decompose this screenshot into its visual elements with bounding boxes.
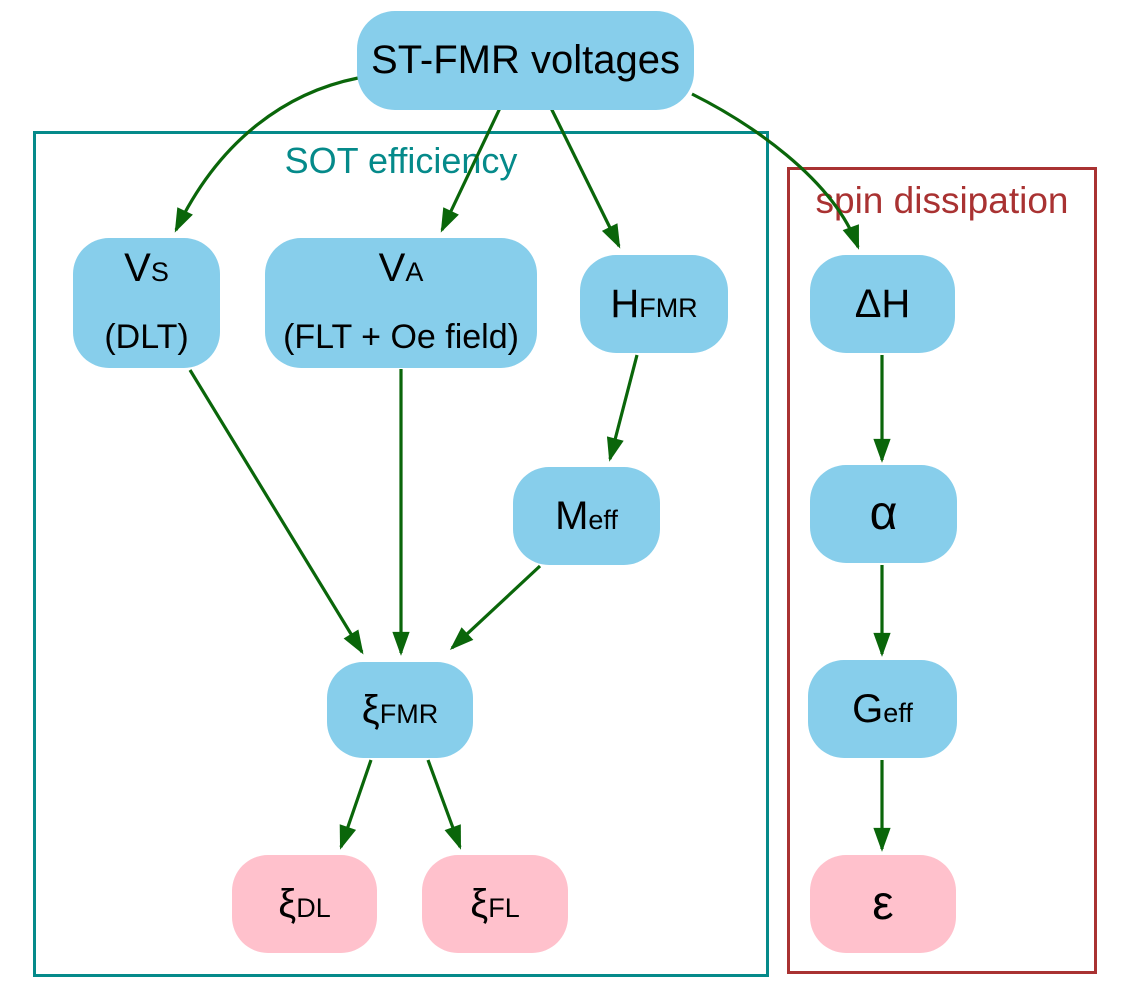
node-va-main-text: V bbox=[378, 246, 406, 290]
node-vs-main-text: V bbox=[124, 246, 151, 290]
node-xi-dl-main-text: ξ bbox=[278, 882, 297, 926]
node-hfmr: HFMR bbox=[580, 255, 728, 353]
node-hfmr-symbol: HFMR bbox=[610, 282, 697, 326]
spin-dissipation-label: spin dissipation bbox=[815, 180, 1069, 221]
node-st-fmr-voltages-label: ST-FMR voltages bbox=[371, 38, 680, 82]
node-va-note: (FLT + Oe field) bbox=[283, 318, 519, 357]
node-meff-symbol: Meff bbox=[555, 494, 618, 538]
node-geff-symbol: Geff bbox=[852, 687, 913, 731]
node-alpha-main-text: α bbox=[869, 486, 898, 540]
node-va-subscript: A bbox=[405, 257, 424, 287]
node-vs: VS (DLT) bbox=[73, 238, 220, 368]
node-vs-subscript: S bbox=[150, 257, 169, 287]
node-xi-dl-subscript: DL bbox=[296, 893, 331, 923]
node-epsilon-main-text: ε bbox=[872, 876, 894, 930]
node-alpha-symbol: α bbox=[869, 486, 898, 541]
node-xi-dl: ξDL bbox=[232, 855, 377, 953]
node-xi-dl-symbol: ξDL bbox=[278, 882, 330, 926]
node-meff-subscript: eff bbox=[588, 505, 618, 535]
node-delta-h-main-text: ΔH bbox=[854, 282, 911, 326]
node-xi-fmr: ξFMR bbox=[327, 662, 473, 758]
node-va: VA (FLT + Oe field) bbox=[265, 238, 537, 368]
node-alpha: α bbox=[810, 465, 957, 563]
node-hfmr-main-text: H bbox=[610, 282, 640, 326]
spin-dissipation-group-box bbox=[787, 167, 1097, 974]
node-hfmr-subscript: FMR bbox=[639, 293, 698, 323]
node-vs-note: (DLT) bbox=[104, 318, 189, 357]
node-meff-main-text: M bbox=[555, 494, 589, 538]
node-geff-subscript: eff bbox=[883, 698, 913, 728]
node-epsilon-symbol: ε bbox=[872, 876, 894, 931]
node-meff: Meff bbox=[513, 467, 660, 565]
node-xi-fl-subscript: FL bbox=[488, 893, 520, 923]
node-geff: Geff bbox=[808, 660, 957, 758]
sot-efficiency-label: SOT efficiency bbox=[284, 140, 518, 181]
node-st-fmr-voltages: ST-FMR voltages bbox=[357, 11, 694, 110]
node-geff-main-text: G bbox=[852, 687, 884, 731]
node-vs-symbol: VS bbox=[124, 246, 169, 290]
node-delta-h: ΔH bbox=[810, 255, 955, 353]
sot-efficiency-group-box bbox=[33, 131, 769, 977]
node-delta-h-symbol: ΔH bbox=[855, 282, 911, 326]
node-epsilon: ε bbox=[810, 855, 956, 953]
node-va-symbol: VA bbox=[379, 246, 424, 290]
node-xi-fl-main-text: ξ bbox=[470, 882, 489, 926]
node-xi-fl-symbol: ξFL bbox=[470, 882, 519, 926]
node-xi-fmr-main-text: ξ bbox=[361, 688, 380, 732]
node-xi-fl: ξFL bbox=[422, 855, 568, 953]
node-xi-fmr-subscript: FMR bbox=[379, 699, 439, 729]
node-xi-fmr-symbol: ξFMR bbox=[362, 688, 438, 732]
